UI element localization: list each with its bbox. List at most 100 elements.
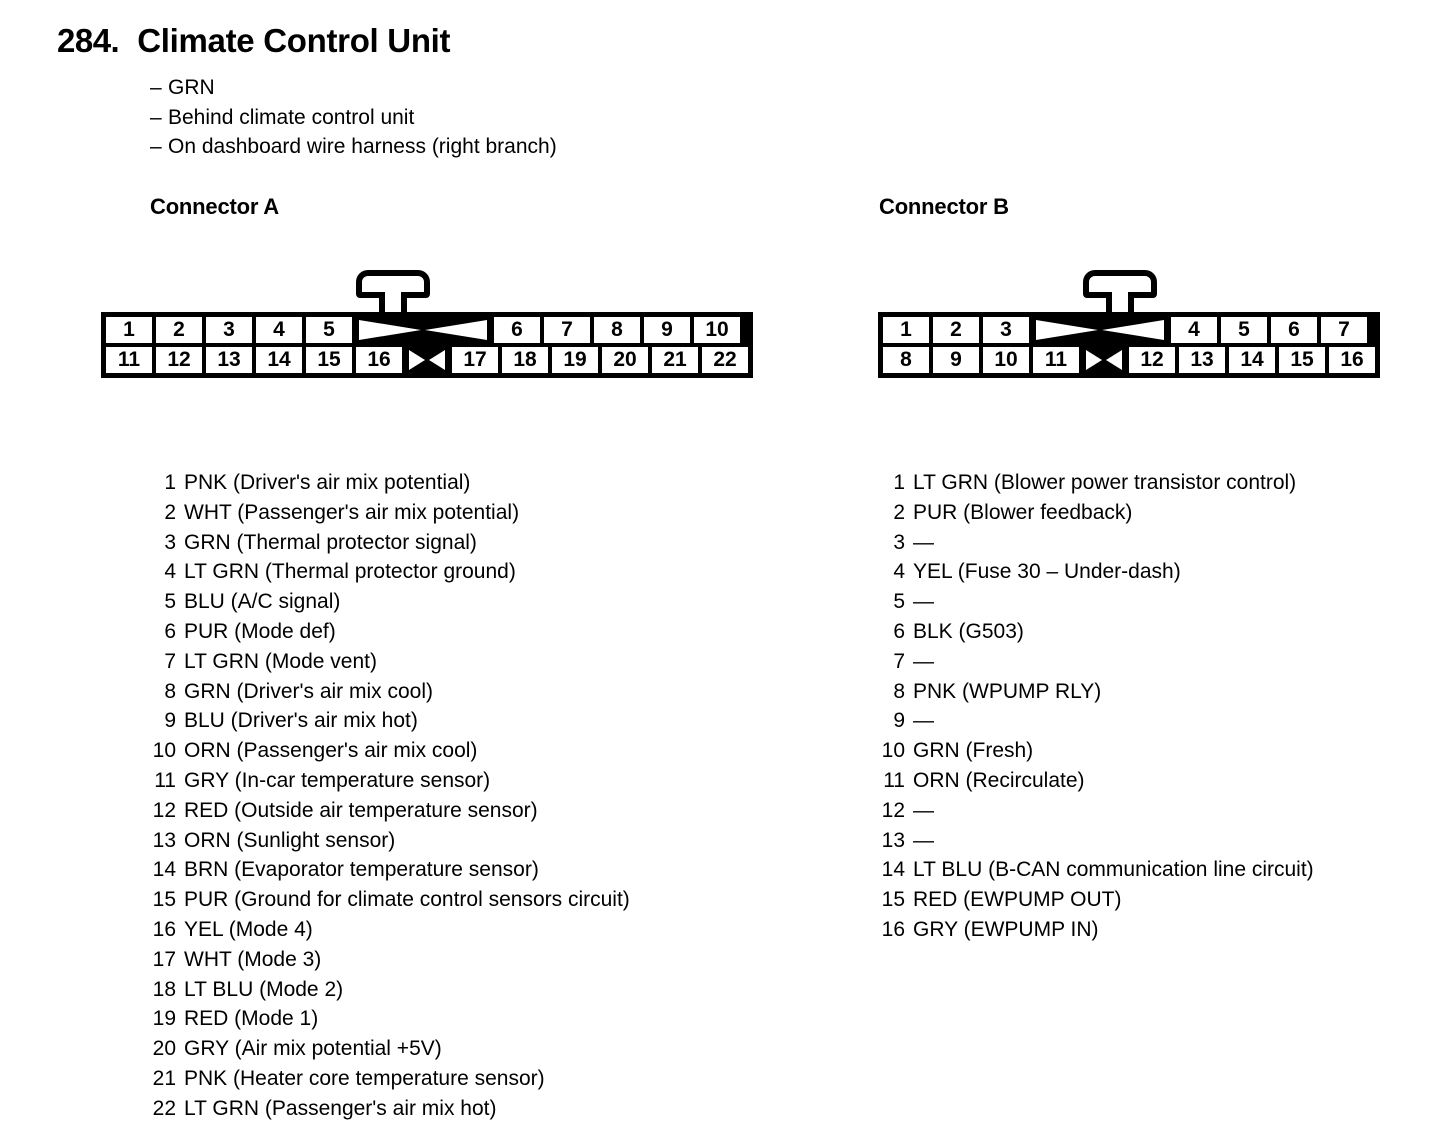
pin-number: 13	[152, 828, 176, 852]
pin-number: 10	[881, 739, 905, 763]
latch-shape	[356, 270, 430, 312]
description-bullet: –GRN	[150, 73, 557, 103]
connector-pin-cell: 13	[206, 347, 252, 373]
page-title: Climate Control Unit	[137, 22, 451, 59]
connector-pin-cell: 6	[1271, 317, 1317, 343]
pin-list-item: 9 BLU (Driver's air mix hot)	[150, 706, 630, 736]
pin-description: YEL (Mode 4)	[184, 917, 313, 941]
pin-number: 5	[164, 590, 176, 614]
pin-description: BLU (Driver's air mix hot)	[184, 709, 418, 733]
pin-number: 13	[881, 828, 905, 852]
pin-list-item: 13—	[879, 826, 1314, 856]
connector-pin-cell: 12	[156, 347, 202, 373]
pin-description: GRN (Fresh)	[913, 739, 1034, 763]
pin-list-item: 10 GRN (Fresh)	[879, 736, 1314, 766]
pin-description: GRY (Air mix potential +5V)	[184, 1037, 442, 1061]
pin-description: —	[913, 590, 934, 614]
connector-pin-cell: 17	[452, 347, 498, 373]
connector-a-latch	[101, 270, 753, 312]
pin-number: 12	[152, 798, 176, 822]
pin-number: 7	[893, 649, 905, 673]
pin-description: RED (Mode 1)	[184, 1007, 319, 1031]
pin-number: 20	[152, 1037, 176, 1061]
pin-description: PNK (WPUMP RLY)	[913, 679, 1102, 703]
pin-description: GRN (Thermal protector signal)	[184, 530, 477, 554]
description-bullet-text: On dashboard wire harness (right branch)	[168, 135, 557, 158]
pin-description: PUR (Blower feedback)	[913, 500, 1133, 524]
pin-number: 17	[152, 947, 176, 971]
pin-description: —	[913, 798, 934, 822]
connector-pin-cell: 20	[602, 347, 648, 373]
connector-pin-cell: 11	[106, 347, 152, 373]
connector-pin-cell: 13	[1179, 347, 1225, 373]
connector-pin-cell: 5	[1221, 317, 1267, 343]
pin-description: ORN (Sunlight sensor)	[184, 828, 396, 852]
connector-pin-cell: 19	[552, 347, 598, 373]
pin-description: ORN (Passenger's air mix cool)	[184, 739, 478, 763]
connector-pin-cell: 14	[256, 347, 302, 373]
connector-blank-cavity-icon	[1033, 317, 1167, 343]
pin-number: 14	[152, 858, 176, 882]
pin-description: LT GRN (Passenger's air mix hot)	[184, 1096, 497, 1120]
pin-description: —	[913, 649, 934, 673]
connector-pin-cell: 8	[883, 347, 929, 373]
pin-description: GRY (EWPUMP IN)	[913, 917, 1099, 941]
connector-pin-cell: 21	[652, 347, 698, 373]
pin-number: 2	[893, 500, 905, 524]
pin-list-item: 12—	[879, 796, 1314, 826]
connector-b-heading: Connector B	[879, 194, 1009, 219]
pin-number: 16	[881, 917, 905, 941]
connector-pin-cell: 2	[933, 317, 979, 343]
connector-pin-cell: 18	[502, 347, 548, 373]
pin-number: 3	[164, 530, 176, 554]
connector-pin-cell: 16	[1329, 347, 1375, 373]
connector-a-heading: Connector A	[150, 194, 279, 219]
connector-pin-cell: 15	[306, 347, 352, 373]
bullet-dash-icon: –	[150, 76, 162, 99]
pin-number: 7	[164, 649, 176, 673]
pin-list-item: 3 GRN (Thermal protector signal)	[150, 528, 630, 558]
description-bullet: –On dashboard wire harness (right branch…	[150, 132, 557, 162]
pin-number: 3	[893, 530, 905, 554]
connector-blank-cavity-icon	[406, 347, 448, 373]
connector-pin-cell: 1	[106, 317, 152, 343]
bullet-dash-icon: –	[150, 105, 162, 129]
connector-b-latch	[878, 270, 1380, 312]
pin-number: 9	[164, 709, 176, 733]
pin-list-item: 5—	[879, 587, 1314, 617]
connector-pin-cell: 7	[1321, 317, 1367, 343]
description-bullet-text: Behind climate control unit	[168, 105, 415, 129]
pin-number: 8	[893, 679, 905, 703]
pin-description: —	[913, 709, 934, 733]
pin-description: WHT (Passenger's air mix potential)	[184, 500, 520, 524]
connector-pin-cell: 2	[156, 317, 202, 343]
pin-description: LT BLU (Mode 2)	[184, 977, 344, 1001]
connector-pin-cell: 14	[1229, 347, 1275, 373]
pin-description: WHT (Mode 3)	[184, 947, 322, 971]
pin-description: RED (Outside air temperature sensor)	[184, 798, 538, 822]
connector-pin-cell: 10	[694, 317, 740, 343]
